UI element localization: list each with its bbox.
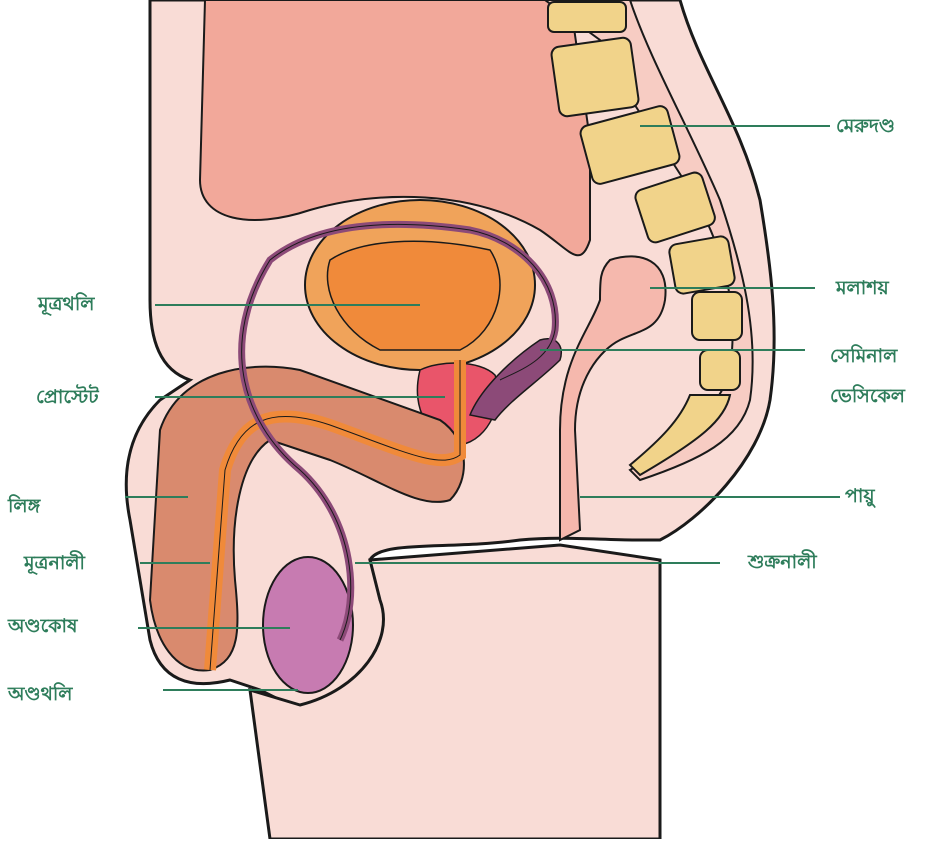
label-prostate: প্রোস্টেট (36, 383, 99, 415)
label-penis: লিঙ্গ (8, 492, 40, 524)
label-spine: মেরুদণ্ড (836, 112, 895, 144)
label-seminal-vesicle-line1: সেমিনাল (830, 338, 897, 374)
label-anus: পায়ু (845, 482, 875, 514)
label-testis: অণ্ডকোষ (8, 612, 77, 644)
label-seminal-vesicle-line2: ভেসিকেল (830, 378, 905, 414)
label-urethra: মূত্রনালী (24, 549, 85, 581)
label-rectum: মলাশয় (836, 274, 889, 306)
label-vas-deferens: শুক্রনালী (748, 548, 817, 580)
label-bladder: মূত্রথলি (38, 290, 94, 322)
label-scrotum: অণ্ডথলি (8, 680, 72, 712)
